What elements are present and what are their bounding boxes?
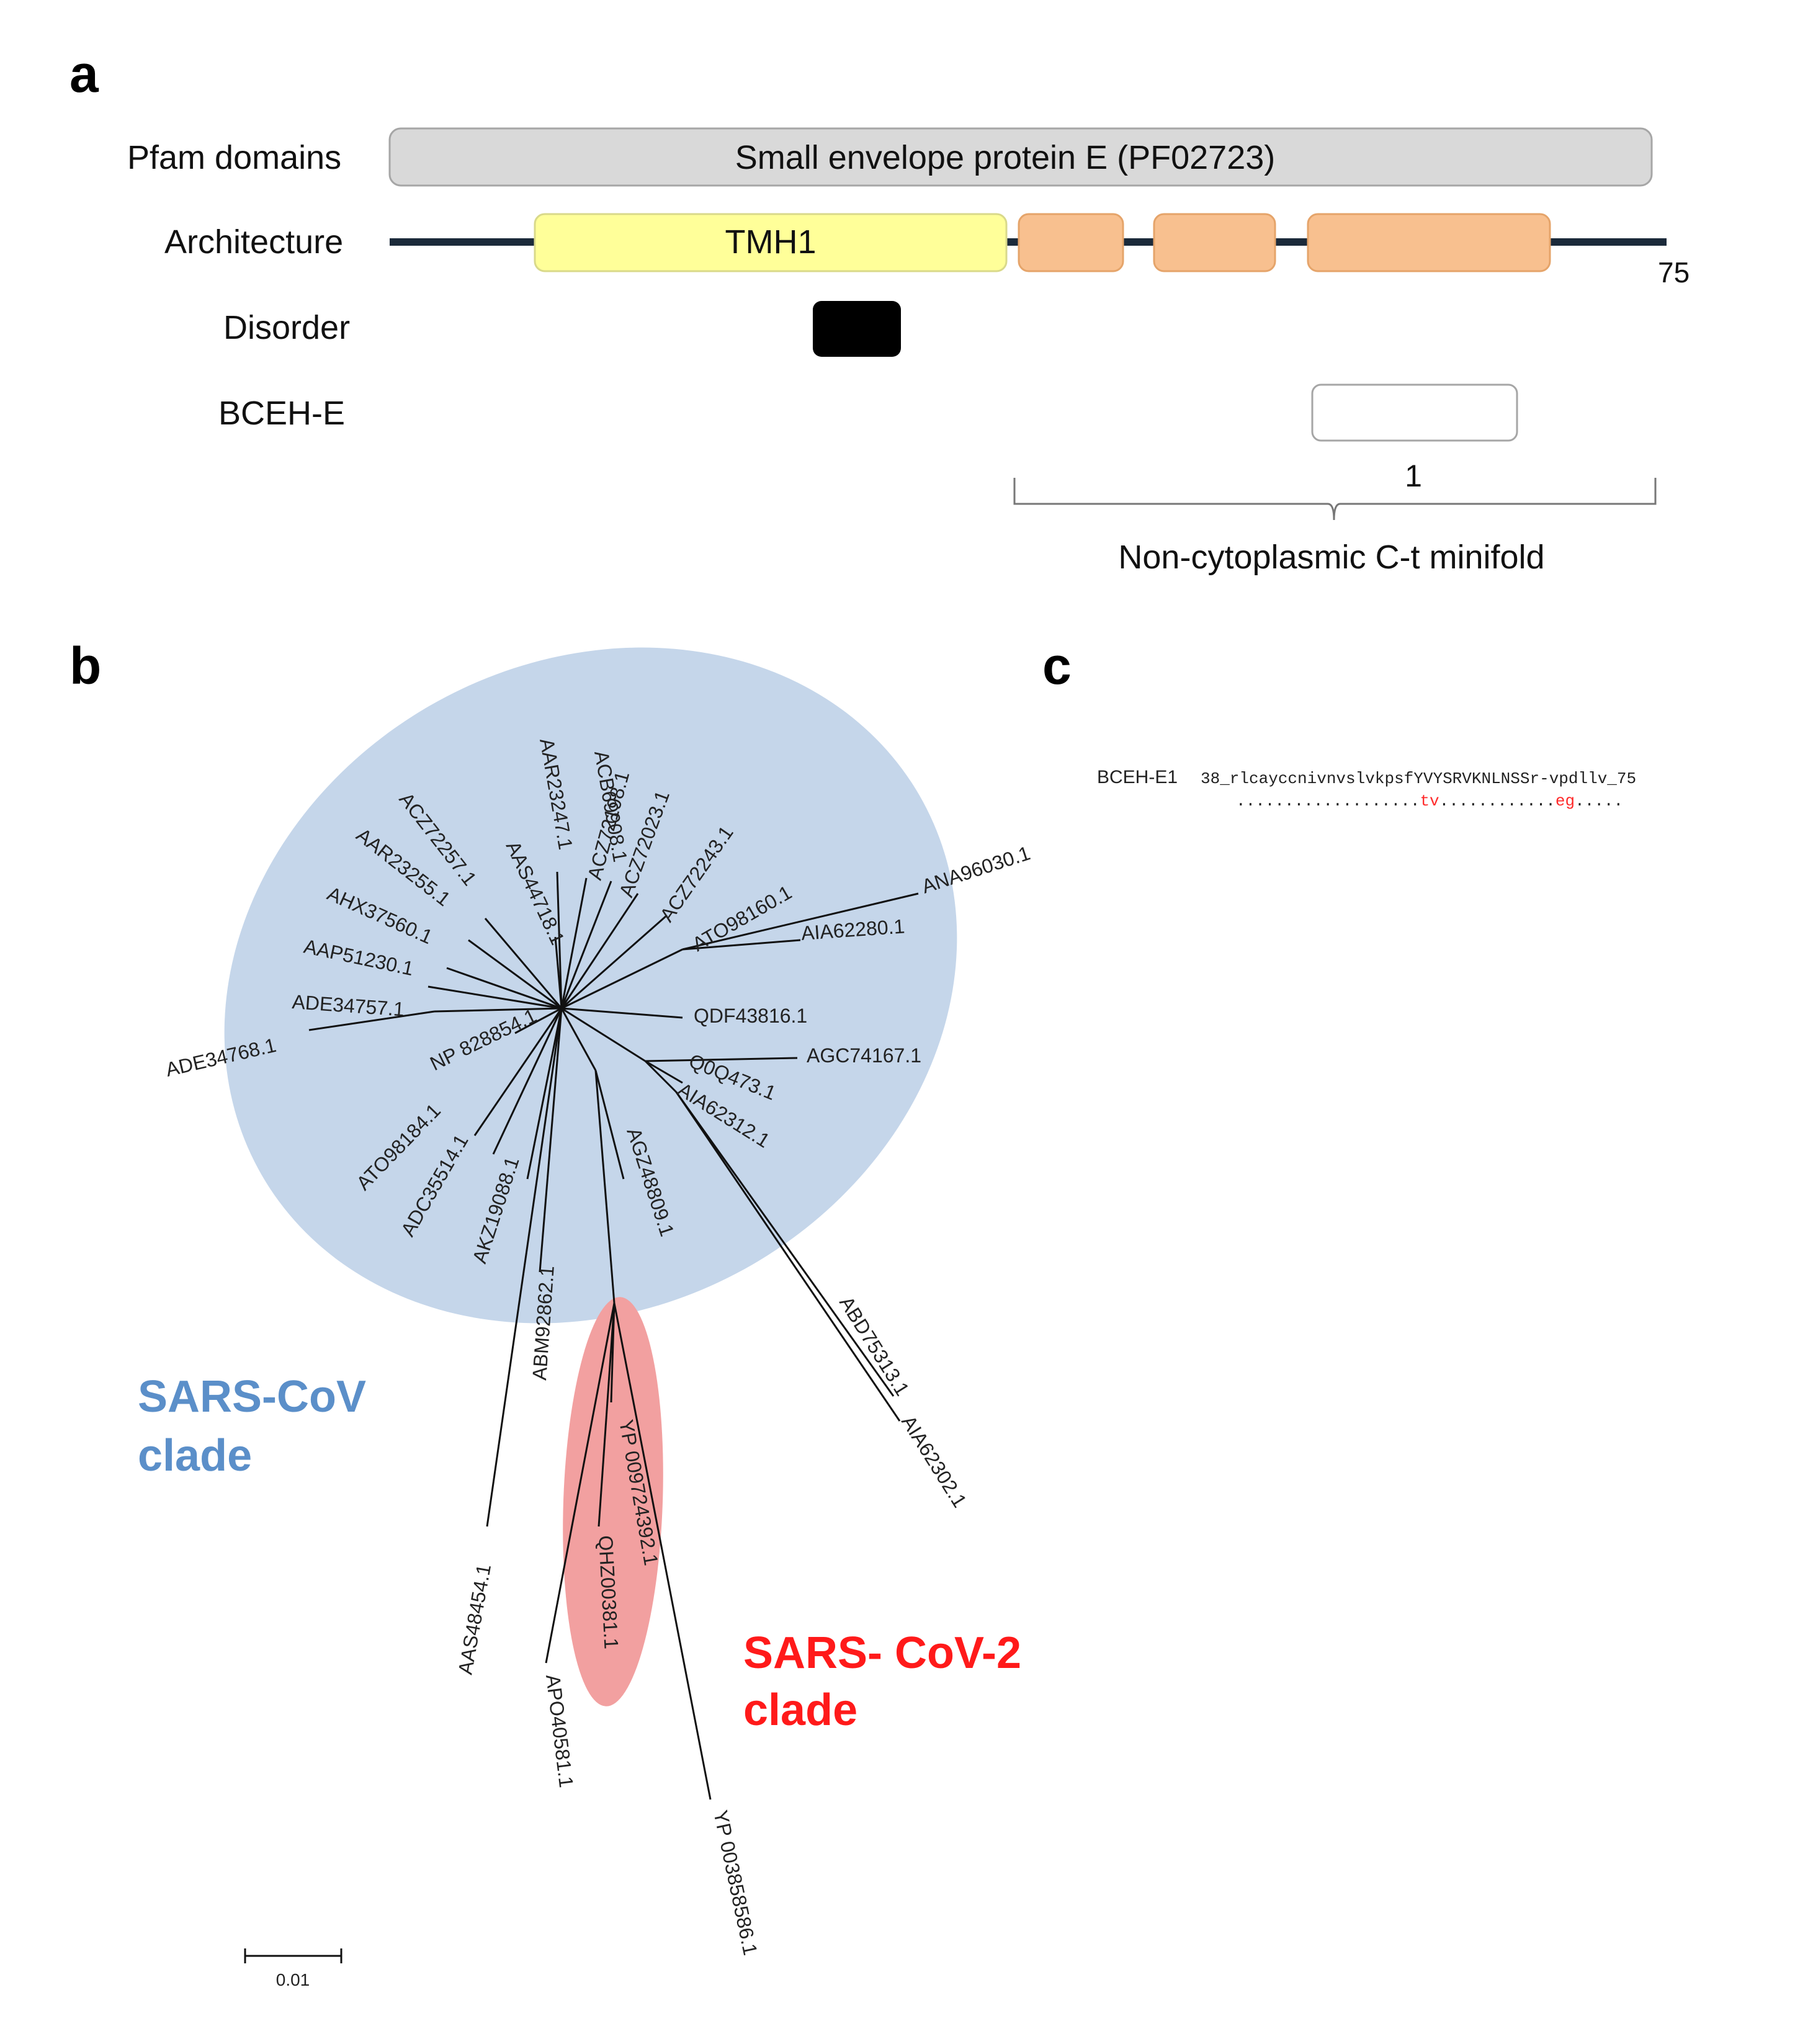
panel-b-letter: b xyxy=(69,637,101,695)
dots-3: ..... xyxy=(1575,792,1623,810)
tree-branches xyxy=(308,871,919,1800)
minifold-segment-2 xyxy=(1153,213,1276,272)
row-label-architecture: Architecture xyxy=(164,223,343,261)
mutation-line: ...................tv............eg..... xyxy=(1236,792,1623,810)
minifold-brace xyxy=(1013,478,1657,521)
sequence-line: 38_rlcayccnivnvslvkpsfYVYSRVKNLNSSr-vpdl… xyxy=(1201,769,1636,788)
leaf-label: APO40581.1 xyxy=(542,1673,578,1788)
tmh1-label: TMH1 xyxy=(725,223,817,261)
dots-1: ................... xyxy=(1236,792,1420,810)
leaf-label: YP 003858586.1 xyxy=(709,1808,762,1957)
mutation-1: tv xyxy=(1420,792,1439,810)
disorder-region xyxy=(813,301,901,357)
panel-c-letter: c xyxy=(1042,637,1072,695)
pfam-domain-label: Small envelope protein E (PF02723) xyxy=(735,139,1276,176)
tmh1-segment xyxy=(534,213,1008,272)
minifold-segment-1 xyxy=(1018,213,1124,272)
bceh-e-box xyxy=(1311,383,1518,442)
leaf-label: QDF43816.1 xyxy=(694,1005,807,1027)
panel-a-letter: a xyxy=(69,45,99,103)
scale-bar-label: 0.01 xyxy=(276,1970,310,1989)
mutation-2: eg xyxy=(1556,792,1575,810)
pfam-domain-box xyxy=(388,127,1653,187)
leaf-label: AAS48454.1 xyxy=(454,1562,495,1676)
sars-cov-clade-label-line1: SARS-CoV xyxy=(138,1372,366,1422)
row-label-bceh: BCEH-E xyxy=(218,395,345,432)
scale-bar: 0.01 xyxy=(244,1948,342,1989)
length-label: 75 xyxy=(1658,256,1690,289)
sequence-name: BCEH-E1 xyxy=(1097,767,1178,787)
row-label-disorder: Disorder xyxy=(223,309,350,346)
dots-2: ............ xyxy=(1439,792,1556,810)
row-label-pfam: Pfam domains xyxy=(127,139,341,176)
leaf-label: AIA62302.1 xyxy=(897,1412,971,1512)
leaf-label: AGC74167.1 xyxy=(807,1044,921,1067)
bceh-index: 1 xyxy=(1405,459,1422,493)
sars-cov2-clade-ellipse xyxy=(563,1297,663,1706)
sars-cov-clade-ellipse xyxy=(224,647,957,1324)
minifold-label: Non-cytoplasmic C-t minifold xyxy=(1118,539,1544,576)
sars-cov2-clade-label-line1: SARS- CoV-2 xyxy=(743,1628,1021,1678)
sars-cov-clade-label-line2: clade xyxy=(138,1431,252,1481)
minifold-segment-3 xyxy=(1307,213,1551,272)
sars-cov2-clade-label-line2: clade xyxy=(743,1685,857,1735)
